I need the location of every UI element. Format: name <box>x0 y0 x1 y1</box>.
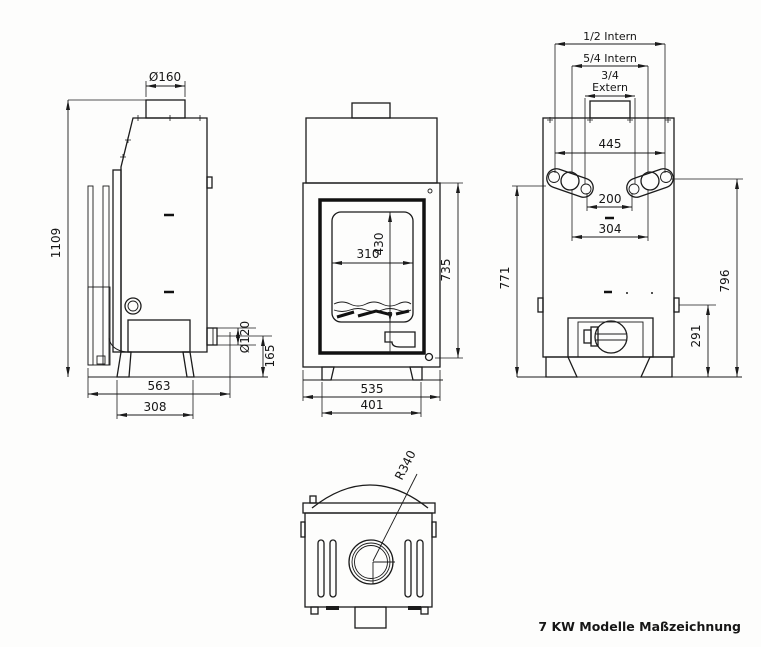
side-view-outline <box>87 99 268 378</box>
dim-drain-height: 291 <box>689 325 703 348</box>
rear-flange-right <box>626 168 674 198</box>
dim-conn-outer: 1/2 Intern <box>583 30 637 43</box>
rear-leg-left <box>545 356 579 378</box>
rear-drain-valve <box>594 320 628 354</box>
dim-conn-inner-spacing: 200 <box>599 192 622 206</box>
front-hinge-pin-top <box>427 188 433 194</box>
rear-side-tab-right <box>673 297 680 313</box>
front-door-handle <box>384 331 416 348</box>
flame-stroke <box>395 309 410 316</box>
dim-body-radius: R340 <box>392 448 419 482</box>
rear-flange-left <box>546 168 594 198</box>
side-body <box>120 117 208 353</box>
side-ash-outlet-stub <box>206 327 218 346</box>
rear-view-dimensions: 1/2 Intern 5/4 Intern 3/4 Extern 445 200… <box>498 30 743 377</box>
side-lower-notch <box>96 355 106 365</box>
top-view-dimensions: R340 <box>372 448 419 584</box>
top-rear-stub <box>354 606 387 629</box>
side-leg-right <box>182 351 195 378</box>
side-pipe-ring <box>124 297 142 315</box>
side-view: 1109 Ø160 Ø120 165 563 308 <box>49 70 277 419</box>
dim-body-height: 735 <box>439 259 453 282</box>
top-vent-slot <box>416 539 424 598</box>
front-hinge-pin-bottom <box>424 352 434 362</box>
dim-conn-outer-spacing: 445 <box>599 137 622 151</box>
top-vent-slot <box>329 539 337 598</box>
dim-outlet-height: 165 <box>263 345 277 368</box>
dim-base-width: 401 <box>361 398 384 412</box>
drawing-title: 7 KW Modelle Maßzeichnung <box>538 619 741 634</box>
front-door-glass <box>331 211 414 323</box>
front-leg-left <box>321 366 335 381</box>
dim-body-width: 535 <box>361 382 384 396</box>
side-shield-outer <box>87 185 94 366</box>
front-door-frame <box>318 198 426 355</box>
rear-leg-right <box>639 356 673 378</box>
dim-flue-diameter: Ø160 <box>149 70 181 84</box>
dim-height-left: 771 <box>498 267 512 290</box>
side-shield-inner <box>102 185 110 366</box>
dim-depth: 563 <box>148 379 171 393</box>
front-leg-right <box>409 366 423 381</box>
dim-glass-width: 310 <box>357 247 380 261</box>
side-lower-box <box>87 286 111 366</box>
side-front-panel <box>112 169 122 353</box>
dim-overall-height: 1109 <box>49 228 63 259</box>
dim-outlet-diameter: Ø120 <box>238 321 252 353</box>
flame-stroke <box>336 310 355 319</box>
dim-height-right: 796 <box>718 270 732 293</box>
front-view-dimensions: 430 310 735 535 401 <box>302 182 463 417</box>
top-vent-slot <box>317 539 325 598</box>
dim-conn-mid: 5/4 Intern <box>583 52 637 65</box>
front-flue-collar <box>351 102 391 119</box>
dim-conn-mid-spacing: 304 <box>599 222 622 236</box>
rear-valve-box <box>567 317 654 358</box>
rear-top-stub <box>589 100 631 119</box>
dim-conn-inner-size: 3/4 <box>601 69 619 82</box>
rear-view: 1/2 Intern 5/4 Intern 3/4 Extern 445 200… <box>498 30 743 378</box>
front-view: 430 310 735 535 401 <box>302 102 463 417</box>
top-view-outline <box>300 484 437 629</box>
front-hood <box>305 117 438 184</box>
flame-stroke <box>357 309 393 318</box>
side-firebox-door <box>127 319 191 353</box>
side-leg-left <box>116 351 132 378</box>
top-view: R340 <box>300 448 437 629</box>
top-plate <box>302 502 436 514</box>
side-edge-tab <box>206 176 213 189</box>
rear-view-outline <box>517 100 742 378</box>
dim-base-depth: 308 <box>144 400 167 414</box>
top-vent-slot <box>404 539 412 598</box>
front-body <box>302 182 441 368</box>
side-flue-collar <box>145 99 186 119</box>
front-view-outline <box>302 102 443 381</box>
dim-glass-height: 430 <box>372 233 386 256</box>
side-view-dimensions: 1109 Ø160 Ø120 165 563 308 <box>49 70 277 419</box>
dim-conn-inner-type: Extern <box>592 81 628 94</box>
top-dome-arc <box>311 484 429 509</box>
rear-side-tab-left <box>537 297 544 313</box>
